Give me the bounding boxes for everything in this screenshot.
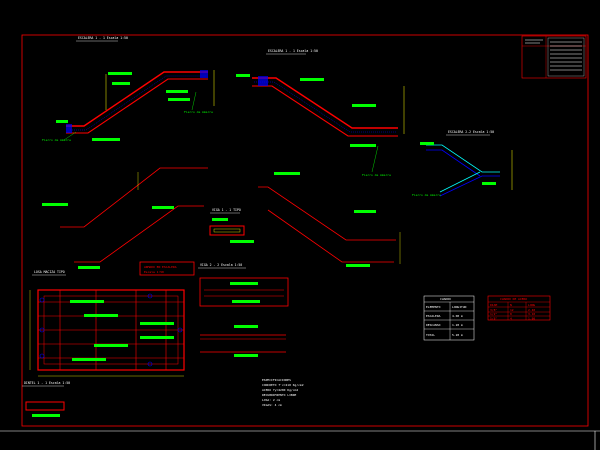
beam-a-section: VIGA 1 - 1 TIPO xyxy=(209,208,254,243)
table-1-r2c1: 1.20 m xyxy=(452,323,463,327)
middle-left-stair xyxy=(42,167,208,269)
lintel-section: DINTEL 1 - 1 Escala 1:50 xyxy=(22,381,70,417)
table-2-r3c1: 4 xyxy=(510,317,512,321)
lintel-title: DINTEL 1 - 1 Escala 1:50 xyxy=(24,381,70,385)
table-2-r1c1: 12 xyxy=(510,308,514,312)
sheet-border xyxy=(21,34,589,427)
middle-right-stair xyxy=(258,172,401,267)
note-label-2: Fierro de Amarre xyxy=(42,138,71,142)
warning-box: ARMADO EN ESCALERA Escala 1:50 xyxy=(139,261,195,276)
title-block xyxy=(521,35,587,79)
table-1-r1c0: ESCALERA xyxy=(426,314,441,318)
table-2-header: CUADRO DE ACERO xyxy=(500,297,527,301)
table-2: CUADRO DE ACERO DIAM N LONG 3/8" 12 2.40… xyxy=(487,295,551,321)
beam-a-title: VIGA 1 - 1 TIPO xyxy=(212,208,241,212)
note-3: RECUBRIMIENTO LIBRE xyxy=(262,393,297,397)
table-2-r2c2: 3.10 xyxy=(528,312,535,316)
table-1: CUADRO ELEMENTO LONGITUD ESCALERA 4.00 m… xyxy=(423,295,475,341)
table-2-r2c1: 8 xyxy=(510,312,512,316)
notes-block: ESPECIFICACIONES CONCRETO f'c=210 Kg/cm2… xyxy=(262,378,304,407)
beam-b-title: VIGA 2 - 2 Escala 1:50 xyxy=(200,263,242,267)
table-2-r0c2: LONG xyxy=(528,303,535,307)
note-0: ESPECIFICACIONES xyxy=(262,378,291,382)
table-1-r0c0: ELEMENTO xyxy=(426,305,441,309)
note-5: VIGAS: 4 cm xyxy=(262,403,282,407)
table-2-r2c0: 1/2" xyxy=(490,312,497,316)
note-4: LOSA: 2 cm xyxy=(262,398,280,402)
table-2-r3c2: 1.80 xyxy=(528,317,535,321)
stair-1-section: ESCALERA 1 - 1 Escala 1:50 Fierro de Ama… xyxy=(42,36,215,142)
beam-b-section: VIGA 2 - 2 Escala 1:50 xyxy=(198,263,289,357)
table-2-r0c1: N xyxy=(510,303,512,307)
note-label-4: Fierro de Amarre xyxy=(412,193,441,197)
table-1-r3c1: 5.20 m xyxy=(452,333,463,337)
note-label-3: Fierro de Amarre xyxy=(362,173,391,177)
table-2-r1c0: 3/8" xyxy=(490,308,497,312)
table-2-r0c0: DIAM xyxy=(490,303,497,307)
table-1-r2c0: DESCANSO xyxy=(426,323,441,327)
stair-3-title: ESCALERA 2-2 Escala 1:50 xyxy=(448,130,494,134)
note-label-1: Fierro de Amarre xyxy=(184,110,213,114)
warning-line-1: ARMADO EN ESCALERA xyxy=(144,265,177,269)
note-1: CONCRETO f'c=210 Kg/cm2 xyxy=(262,383,304,387)
stair-2-title: ESCALERA 1 - 1 Escala 1:50 xyxy=(268,49,318,53)
table-2-r3c0: 5/8" xyxy=(490,317,497,321)
stair-3-section: ESCALERA 2-2 Escala 1:50 Fierro de Amarr… xyxy=(412,130,513,197)
table-1-header: CUADRO xyxy=(440,297,451,301)
table-1-r0c1: LONGITUD xyxy=(452,305,467,309)
warning-line-2: Escala 1:50 xyxy=(144,270,164,274)
stair-2-section: ESCALERA 1 - 1 Escala 1:50 Fierro de Ama… xyxy=(236,49,405,177)
table-1-r1c1: 4.00 m xyxy=(452,314,463,318)
slab-title: LOSA MACIZA TIPO xyxy=(34,270,65,274)
table-2-r1c2: 2.40 xyxy=(528,308,535,312)
slab-plan: LOSA MACIZA TIPO xyxy=(29,270,185,377)
note-2: ACERO fy=4200 Kg/cm2 xyxy=(262,388,298,392)
table-1-r3c0: TOTAL xyxy=(426,333,435,337)
stair-1-title: ESCALERA 1 - 1 Escala 1:50 xyxy=(78,36,128,40)
